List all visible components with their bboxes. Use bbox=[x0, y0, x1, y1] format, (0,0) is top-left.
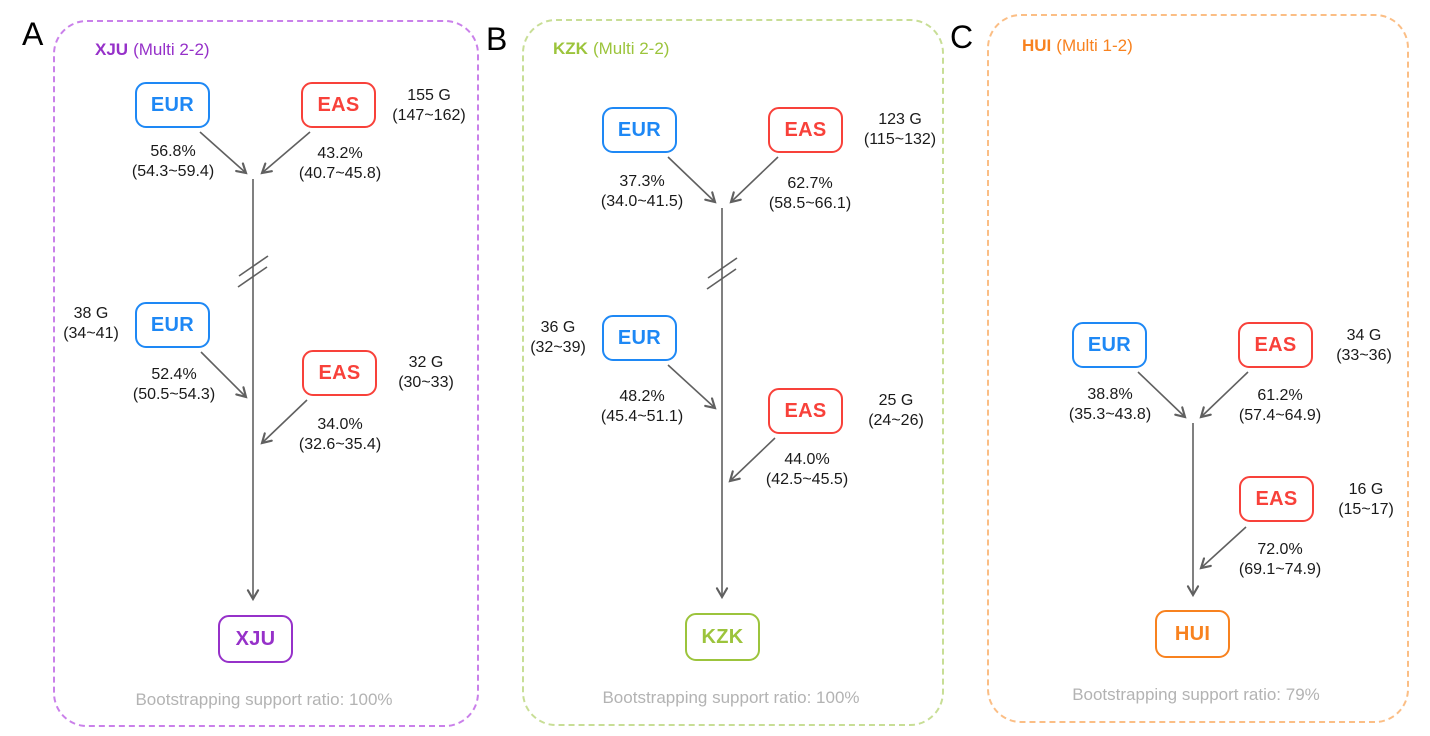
proportion-range: (34.0~41.5) bbox=[600, 192, 684, 210]
panel-a-letter: A bbox=[22, 16, 44, 52]
generation-range: (30~33) bbox=[398, 373, 454, 391]
generation-label-a1: 155 G (147~162) bbox=[385, 86, 473, 125]
proportion-label-c1-left: 38.8% (35.3~43.8) bbox=[1060, 385, 1160, 424]
proportion-label-b2-right: 44.0% (42.5~45.5) bbox=[757, 450, 857, 489]
node-eur-c1: EUR bbox=[1072, 322, 1147, 368]
panel-b-model-label: (Multi 2-2) bbox=[592, 39, 670, 58]
proportion-value: 43.2% bbox=[317, 145, 363, 162]
proportion-label-a2-right: 34.0% (32.6~35.4) bbox=[290, 415, 390, 454]
panel-c-title: HUI(Multi 1-2) bbox=[1022, 36, 1133, 56]
proportion-value: 61.2% bbox=[1257, 387, 1303, 404]
generation-value: 36 G bbox=[540, 319, 576, 336]
generation-value: 155 G bbox=[407, 87, 451, 104]
generation-value: 123 G bbox=[878, 111, 922, 128]
generation-range: (24~26) bbox=[868, 411, 924, 429]
node-eas-c1: EAS bbox=[1238, 322, 1313, 368]
proportion-range: (69.1~74.9) bbox=[1238, 560, 1322, 578]
generation-range: (32~39) bbox=[530, 338, 586, 356]
node-target-xju: XJU bbox=[218, 615, 293, 663]
node-eas-c2: EAS bbox=[1239, 476, 1314, 522]
node-eas-b1: EAS bbox=[768, 107, 843, 153]
generation-label-a2-left: 38 G (34~41) bbox=[55, 304, 127, 343]
generation-range: (33~36) bbox=[1336, 346, 1392, 364]
bootstrap-support-c: Bootstrapping support ratio: 79% bbox=[1072, 685, 1320, 704]
node-eur-b1: EUR bbox=[602, 107, 677, 153]
proportion-value: 72.0% bbox=[1257, 541, 1303, 558]
panel-b-target-name: KZK bbox=[553, 39, 588, 58]
proportion-range: (40.7~45.8) bbox=[298, 164, 382, 182]
generation-label-c2: 16 G (15~17) bbox=[1330, 480, 1402, 519]
proportion-label-c2: 72.0% (69.1~74.9) bbox=[1230, 540, 1330, 579]
generation-range: (15~17) bbox=[1338, 500, 1394, 518]
proportion-value: 44.0% bbox=[784, 451, 830, 468]
generation-label-c1: 34 G (33~36) bbox=[1326, 326, 1402, 365]
proportion-label-a1-right: 43.2% (40.7~45.8) bbox=[290, 144, 390, 183]
generation-range: (115~132) bbox=[863, 130, 937, 148]
proportion-label-b2-left: 48.2% (45.4~51.1) bbox=[592, 387, 692, 426]
generation-label-b2-right: 25 G (24~26) bbox=[860, 391, 932, 430]
generation-label-b1: 123 G (115~132) bbox=[855, 110, 945, 149]
panel-c-letter: C bbox=[950, 19, 974, 55]
generation-label-b2-left: 36 G (32~39) bbox=[522, 318, 594, 357]
proportion-label-b1-left: 37.3% (34.0~41.5) bbox=[592, 172, 692, 211]
proportion-label-a2-left: 52.4% (50.5~54.3) bbox=[124, 365, 224, 404]
proportion-value: 34.0% bbox=[317, 416, 363, 433]
panel-b-letter: B bbox=[486, 21, 508, 57]
generation-value: 16 G bbox=[1348, 481, 1384, 498]
panel-b-title: KZK(Multi 2-2) bbox=[553, 39, 669, 59]
proportion-range: (35.3~43.8) bbox=[1068, 405, 1152, 423]
panel-c-border bbox=[987, 14, 1409, 723]
panel-c-model-label: (Multi 1-2) bbox=[1056, 36, 1133, 55]
proportion-value: 56.8% bbox=[150, 143, 196, 160]
proportion-value: 62.7% bbox=[787, 175, 833, 192]
proportion-value: 52.4% bbox=[151, 366, 197, 383]
bootstrap-support-b: Bootstrapping support ratio: 100% bbox=[602, 688, 860, 707]
proportion-range: (57.4~64.9) bbox=[1238, 406, 1322, 424]
panel-a-model-label: (Multi 2-2) bbox=[133, 40, 210, 59]
generation-value: 38 G bbox=[73, 305, 109, 322]
node-eur-b2: EUR bbox=[602, 315, 677, 361]
proportion-label-b1-right: 62.7% (58.5~66.1) bbox=[760, 174, 860, 213]
generation-range: (147~162) bbox=[392, 106, 466, 124]
generation-value: 34 G bbox=[1346, 327, 1382, 344]
proportion-range: (58.5~66.1) bbox=[768, 194, 852, 212]
panel-b-border bbox=[522, 19, 944, 726]
proportion-range: (32.6~35.4) bbox=[298, 435, 382, 453]
panel-c-target-name: HUI bbox=[1022, 36, 1052, 55]
node-eur-a2: EUR bbox=[135, 302, 210, 348]
proportion-range: (45.4~51.1) bbox=[600, 407, 684, 425]
node-target-kzk: KZK bbox=[685, 613, 760, 661]
generation-range: (34~41) bbox=[63, 324, 119, 342]
panel-a-title: XJU(Multi 2-2) bbox=[95, 40, 210, 60]
proportion-label-a1-left: 56.8% (54.3~59.4) bbox=[123, 142, 223, 181]
panel-a-border bbox=[53, 20, 479, 727]
node-eur-a1: EUR bbox=[135, 82, 210, 128]
bootstrap-support-a: Bootstrapping support ratio: 100% bbox=[135, 690, 393, 709]
node-eas-b2: EAS bbox=[768, 388, 843, 434]
proportion-range: (50.5~54.3) bbox=[132, 385, 216, 403]
proportion-range: (54.3~59.4) bbox=[131, 162, 215, 180]
proportion-value: 48.2% bbox=[619, 388, 665, 405]
proportion-value: 37.3% bbox=[619, 173, 665, 190]
proportion-range: (42.5~45.5) bbox=[765, 470, 849, 488]
node-target-hui: HUI bbox=[1155, 610, 1230, 658]
generation-label-a2-right: 32 G (30~33) bbox=[390, 353, 462, 392]
proportion-label-c1-right: 61.2% (57.4~64.9) bbox=[1230, 386, 1330, 425]
generation-value: 32 G bbox=[408, 354, 444, 371]
node-eas-a2: EAS bbox=[302, 350, 377, 396]
generation-value: 25 G bbox=[878, 392, 914, 409]
node-eas-a1: EAS bbox=[301, 82, 376, 128]
panel-a-target-name: XJU bbox=[95, 40, 129, 59]
proportion-value: 38.8% bbox=[1087, 386, 1133, 403]
